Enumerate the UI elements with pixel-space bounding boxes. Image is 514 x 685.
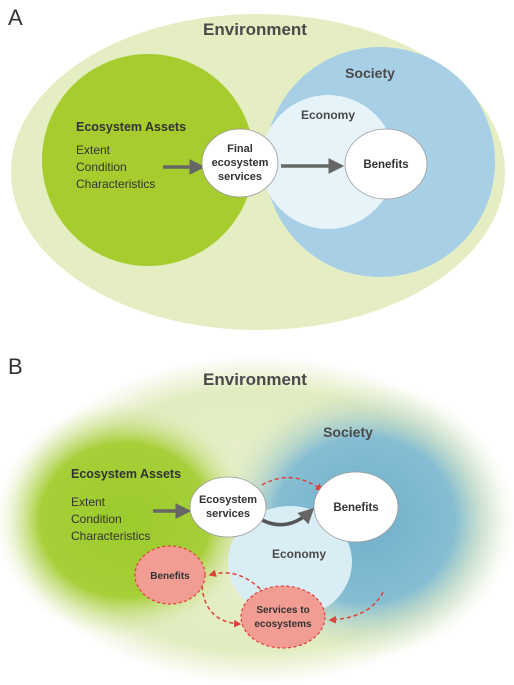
services-to-eco-line-2: ecosystems: [254, 619, 312, 630]
services-line-1: Ecosystem: [199, 494, 257, 506]
assets-item-extent: Extent: [76, 143, 111, 157]
economy-label: Economy: [301, 108, 355, 122]
economy-circle: [228, 506, 352, 618]
services-line-2: ecosystem: [212, 157, 269, 169]
assets-item-characteristics: Characteristics: [71, 529, 150, 543]
panel-b-letter: B: [8, 354, 23, 379]
services-to-ecosystems-node: [240, 585, 326, 649]
environment-label: Environment: [203, 370, 307, 389]
society-label: Society: [323, 424, 373, 440]
society-to-services-eco-arrow: [328, 591, 384, 624]
panel-a: A Environment Society Economy Ecosystem …: [8, 5, 505, 330]
assets-item-condition: Condition: [76, 160, 127, 174]
final-services-node: [201, 128, 279, 198]
ecosystem-benefits-node: [134, 545, 206, 605]
benefits-to-services-eco-arrow: [201, 585, 242, 628]
services-to-eco-line-1: Services to: [256, 605, 309, 616]
society-label: Society: [345, 65, 395, 81]
services-line-3: services: [218, 171, 262, 183]
environment-label: Environment: [203, 20, 307, 39]
ecosystem-assets-circle: [42, 54, 254, 266]
services-benefits-dashed-arrow: [261, 476, 324, 491]
services-line-1: Final: [227, 143, 253, 155]
ecosystem-services-node: [189, 476, 267, 538]
economy-label: Economy: [272, 547, 326, 561]
services-line-2: services: [206, 508, 250, 520]
benefits-label: Benefits: [333, 502, 378, 514]
assets-title: Ecosystem Assets: [76, 120, 186, 134]
assets-item-characteristics: Characteristics: [76, 177, 155, 191]
benefits-node: [313, 471, 399, 543]
economy-circle: [261, 95, 395, 229]
ecosystem-benefits-label: Benefits: [150, 571, 190, 582]
services-eco-to-benefits-arrow: [208, 569, 266, 595]
assets-title: Ecosystem Assets: [71, 467, 181, 481]
panel-b: B Environment Society Economy Ecosystem …: [0, 354, 514, 684]
assets-item-extent: Extent: [71, 495, 106, 509]
services-to-benefits-arrow: [261, 507, 315, 527]
panel-a-letter: A: [8, 5, 23, 30]
benefits-node: [344, 128, 428, 200]
benefits-label: Benefits: [363, 159, 408, 171]
assets-item-condition: Condition: [71, 512, 122, 526]
